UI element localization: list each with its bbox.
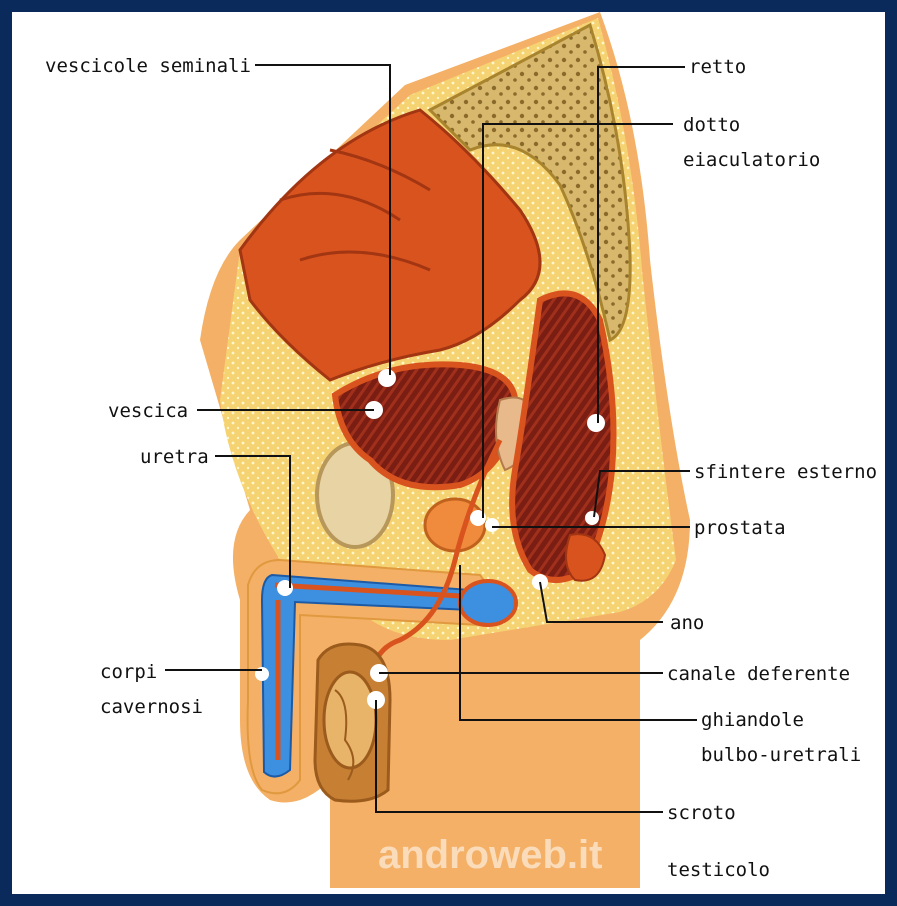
label-scroto: scroto [667,802,736,824]
label-ghiandole: ghiandole [701,709,804,731]
label-canale-deferente: canale deferente [667,663,850,685]
label-vescicole-seminali: vescicole seminali [45,55,251,77]
label-sfintere-esterno: sfintere esterno [694,461,877,483]
label-ano: ano [670,612,704,634]
label-vescica: vescica [108,400,188,422]
watermark: androweb.it [378,833,602,877]
testicle [324,672,376,768]
label-testicolo: testicolo [667,859,770,881]
label-prostata: prostata [694,517,786,539]
label-uretra: uretra [140,446,209,468]
label-dotto: dotto [683,114,740,136]
label-retto: retto [689,56,746,78]
label-corpi: corpi [100,661,157,683]
label-eiaculatorio: eiaculatorio [683,149,820,171]
label-cavernosi: cavernosi [100,696,203,718]
label-bulbo-uretrali: bulbo-uretrali [701,744,861,766]
urethral-bulb [460,581,516,625]
